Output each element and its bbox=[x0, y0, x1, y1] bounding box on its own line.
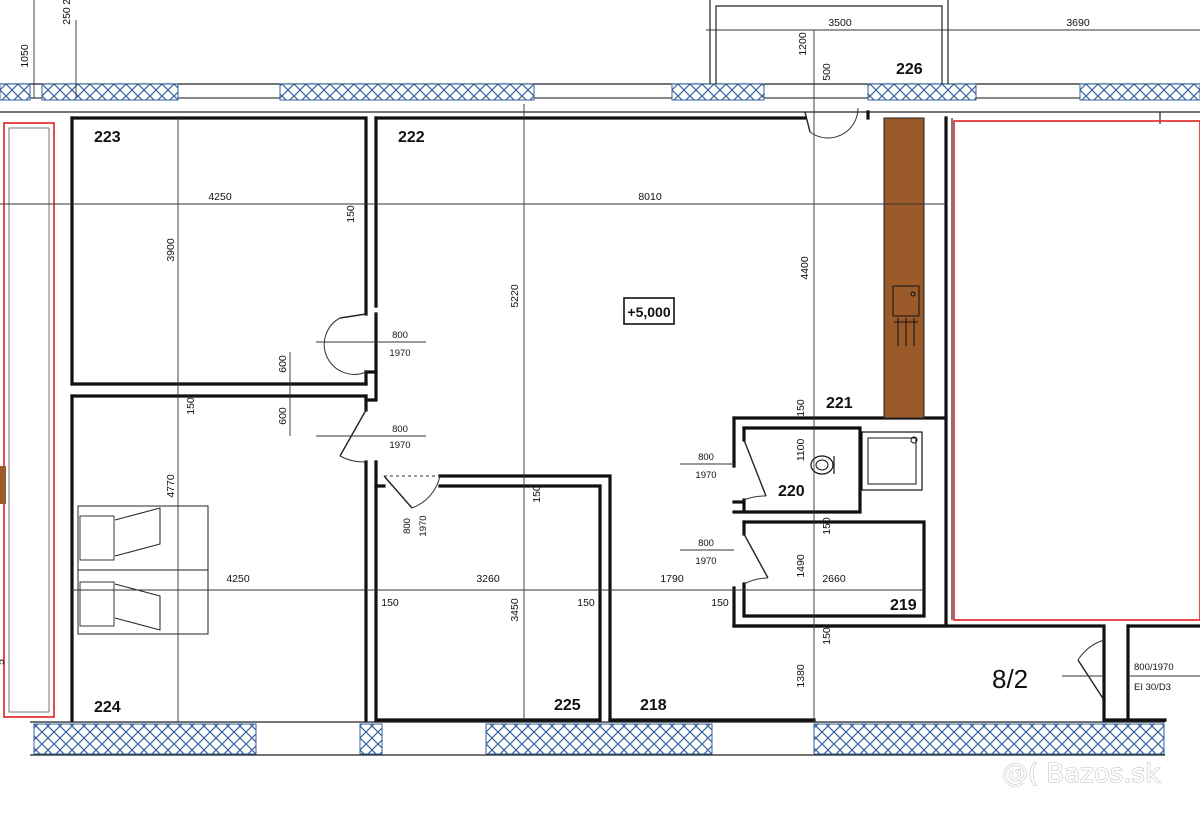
dim-4400: 4400 bbox=[799, 256, 811, 280]
dim-150-i: 150 bbox=[821, 627, 833, 645]
exterior-wall-top bbox=[0, 83, 1200, 113]
dim-left-edge: 5 bbox=[0, 659, 7, 665]
toilet-icon bbox=[810, 455, 835, 475]
room-224: 224 bbox=[94, 699, 121, 716]
dim-1490: 1490 bbox=[795, 554, 807, 578]
room-221: 221 bbox=[826, 395, 853, 412]
room-219: 219 bbox=[890, 597, 917, 614]
dim-1380: 1380 bbox=[795, 664, 807, 688]
sink-icon bbox=[892, 285, 920, 346]
dim-150-d: 150 bbox=[577, 597, 595, 609]
bed-icon bbox=[77, 505, 209, 635]
door-224 bbox=[339, 409, 367, 463]
door-220 bbox=[743, 439, 767, 501]
door1-height: 1970 bbox=[389, 348, 410, 359]
window-top-4 bbox=[671, 83, 765, 101]
window-top-5 bbox=[867, 83, 977, 101]
dim-600-b: 600 bbox=[277, 407, 289, 425]
dim-3900: 3900 bbox=[165, 238, 177, 262]
door5-height: 1970 bbox=[695, 556, 716, 567]
door4-height: 1970 bbox=[695, 470, 716, 481]
dim-150-f: 150 bbox=[531, 485, 543, 503]
entry-door-rating: EI 30/D3 bbox=[1134, 682, 1171, 693]
door4-width: 800 bbox=[698, 452, 714, 463]
unit-label: 8/2 bbox=[992, 664, 1028, 694]
window-bottom-4 bbox=[813, 723, 1165, 755]
dim-2660: 2660 bbox=[822, 573, 846, 585]
dim-150-c: 150 bbox=[381, 597, 399, 609]
window-top-6 bbox=[1079, 83, 1200, 101]
balcony bbox=[709, 0, 949, 84]
dim-1050: 1050 bbox=[19, 44, 31, 68]
interior-walls bbox=[70, 110, 1200, 722]
dim-600-a: 600 bbox=[277, 355, 289, 373]
window-top-1 bbox=[0, 83, 31, 101]
dim-1100: 1100 bbox=[795, 439, 807, 462]
dim-150-e: 150 bbox=[711, 597, 729, 609]
dim-500: 500 bbox=[821, 63, 833, 81]
highlight-left-column bbox=[3, 122, 55, 718]
dim-5220: 5220 bbox=[509, 284, 521, 308]
window-top-2 bbox=[41, 83, 179, 101]
door-226 bbox=[804, 107, 859, 139]
door1-width: 800 bbox=[392, 330, 408, 341]
door3-width: 800 bbox=[402, 518, 413, 534]
door-223 bbox=[323, 313, 367, 375]
dim-8010: 8010 bbox=[638, 191, 662, 203]
highlight-right-area bbox=[953, 120, 1200, 621]
room-220: 220 bbox=[778, 483, 805, 500]
window-bottom-1 bbox=[33, 723, 257, 755]
dim-4770: 4770 bbox=[165, 474, 177, 498]
room-226: 226 bbox=[896, 61, 923, 78]
door-219 bbox=[743, 533, 769, 585]
door-entry bbox=[1077, 639, 1105, 701]
elevation-label: +5,000 bbox=[627, 304, 670, 320]
door5-width: 800 bbox=[698, 538, 714, 549]
dim-1200: 1200 bbox=[797, 32, 809, 56]
elevation-box bbox=[623, 297, 675, 325]
dim-150-h: 150 bbox=[821, 517, 833, 535]
exterior-wall-bottom bbox=[30, 721, 1165, 756]
dim-3500: 3500 bbox=[828, 17, 852, 29]
window-bottom-3 bbox=[485, 723, 713, 755]
dim-3690: 3690 bbox=[1066, 17, 1090, 29]
dim-260: 260 bbox=[61, 0, 73, 5]
dimension-lines bbox=[0, 0, 1200, 722]
room-222: 222 bbox=[398, 129, 425, 146]
dim-150-a: 150 bbox=[345, 205, 357, 223]
door-225 bbox=[383, 475, 441, 509]
room-218: 218 bbox=[640, 697, 667, 714]
dim-150-b: 150 bbox=[185, 397, 197, 415]
dim-150-g: 150 bbox=[795, 399, 807, 417]
window-top-3 bbox=[279, 83, 535, 101]
shower-icon bbox=[861, 431, 923, 491]
window-bottom-2 bbox=[359, 723, 383, 755]
room-225: 225 bbox=[554, 697, 581, 714]
watermark: @( Bazos.sk bbox=[1002, 759, 1160, 789]
room-223: 223 bbox=[94, 129, 121, 146]
dim-3260: 3260 bbox=[476, 573, 500, 585]
kitchen-counter bbox=[883, 117, 925, 419]
dim-4250-bottom: 4250 bbox=[226, 573, 250, 585]
door2-width: 800 bbox=[392, 424, 408, 435]
dim-3450: 3450 bbox=[509, 598, 521, 622]
dim-250: 250 bbox=[61, 7, 73, 25]
dim-1790: 1790 bbox=[660, 573, 684, 585]
door3-height: 1970 bbox=[418, 515, 429, 536]
entry-door-size: 800/1970 bbox=[1134, 662, 1174, 673]
door2-height: 1970 bbox=[389, 440, 410, 451]
dim-4250-top: 4250 bbox=[208, 191, 232, 203]
